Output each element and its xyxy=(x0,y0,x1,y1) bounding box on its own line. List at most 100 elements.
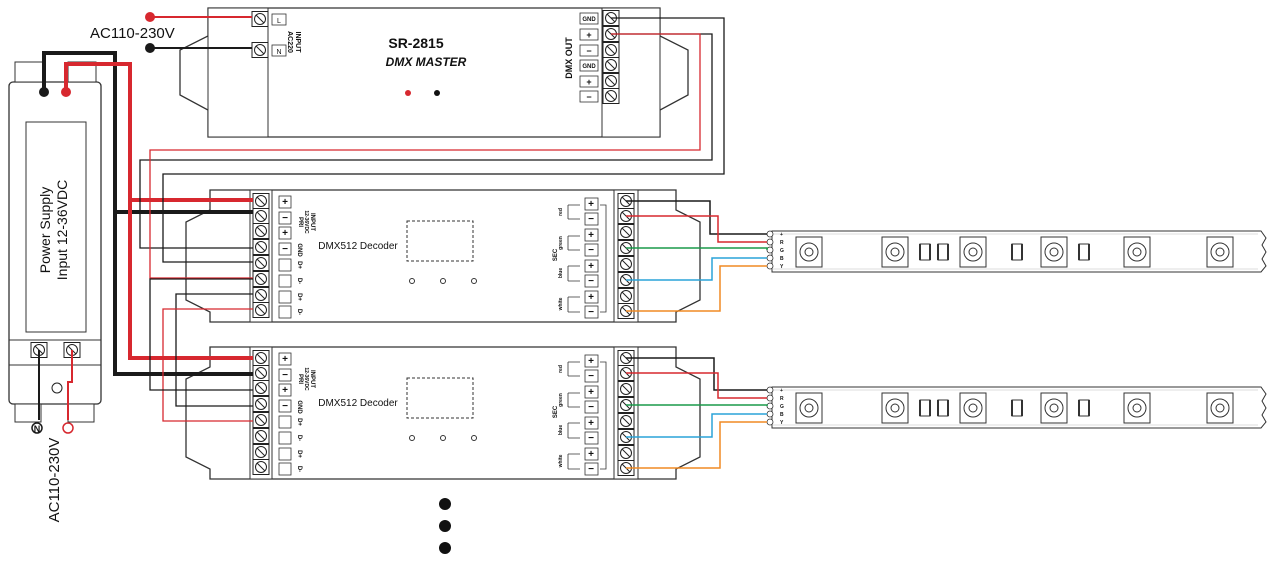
svg-text:−: − xyxy=(588,276,594,287)
svg-text:green: green xyxy=(558,236,564,250)
master-led-red xyxy=(405,90,411,96)
led-strip-2: + R G B Y xyxy=(766,386,1267,429)
master-ac-label: AC220 xyxy=(286,31,293,53)
svg-text:+: + xyxy=(586,77,591,87)
decoder-2-input-terminals xyxy=(252,350,270,475)
dmx-decoder-1: + − + − GND D+ D- D+ D- INPUT 12-36VDC P… xyxy=(185,189,701,323)
svg-text:red: red xyxy=(558,208,564,216)
svg-text:red: red xyxy=(558,365,564,373)
svg-text:−: − xyxy=(282,244,288,255)
master-terminal-n xyxy=(251,42,269,58)
master-ac-wires: AC110-230V xyxy=(90,12,252,53)
svg-text:B: B xyxy=(780,256,784,262)
decoder-1-pin-labels: + − + − GND D+ D- D+ D- INPUT 12-36VDC P… xyxy=(278,195,315,319)
svg-text:−: − xyxy=(588,402,594,413)
svg-text:D+: D+ xyxy=(296,293,302,301)
decoder-2-output-terminals xyxy=(617,350,635,476)
svg-text:−: − xyxy=(588,464,594,475)
svg-text:+: + xyxy=(588,418,594,429)
svg-text:SEC: SEC xyxy=(553,405,559,418)
svg-text:D-: D- xyxy=(296,435,302,441)
svg-text:blue: blue xyxy=(558,425,564,435)
svg-text:−: − xyxy=(588,214,594,225)
power-supply-input-label: Input 12-36VDC xyxy=(54,180,70,280)
svg-text:INPUT: INPUT xyxy=(309,213,315,231)
decoder-1-input-terminals xyxy=(252,193,270,318)
svg-text:+: + xyxy=(586,30,591,40)
led-strip-1: + R G B Y xyxy=(766,230,1267,273)
svg-text:+: + xyxy=(588,356,594,367)
power-supply: Power Supply Input 12-36VDC xyxy=(8,61,102,423)
svg-text:R: R xyxy=(780,396,784,402)
svg-text:green: green xyxy=(558,393,564,407)
master-l-label: L xyxy=(277,18,281,25)
svg-text:−: − xyxy=(588,433,594,444)
neutral-marker: N xyxy=(34,424,41,434)
svg-text:+: + xyxy=(282,385,288,396)
svg-text:PRI: PRI xyxy=(297,374,303,384)
master-terminal-l xyxy=(251,11,269,27)
svg-text:+: + xyxy=(588,199,594,210)
master-name: DMX MASTER xyxy=(386,55,467,69)
continuation-dots xyxy=(439,498,451,554)
svg-text:+: + xyxy=(780,388,783,394)
svg-text:D+: D+ xyxy=(296,450,302,458)
master-n-label: N xyxy=(276,49,281,56)
master-input-label: INPUT xyxy=(294,32,301,54)
svg-text:−: − xyxy=(588,245,594,256)
dmx-out-terminals xyxy=(602,10,620,104)
dmx-decoder-2: + − + − GND D+ D- D+ D- INPUT 12-36VDC P… xyxy=(185,346,701,480)
decoder-2-display xyxy=(406,377,474,419)
svg-text:−: − xyxy=(282,401,288,412)
svg-text:G: G xyxy=(780,248,784,254)
dmx-out-label: DMX OUT xyxy=(564,37,574,79)
svg-text:D+: D+ xyxy=(296,261,302,269)
decoder-1-output-labels: SEC red green blue white + − + − + − + − xyxy=(553,197,607,319)
svg-text:white: white xyxy=(558,297,564,311)
decoder-2-buttons xyxy=(409,435,477,441)
svg-text:R: R xyxy=(780,240,784,246)
power-wires xyxy=(42,51,253,376)
svg-text:+: + xyxy=(588,387,594,398)
svg-text:+: + xyxy=(780,232,783,238)
decoder-1-display xyxy=(406,220,474,262)
strip-1-wires xyxy=(626,200,768,312)
ac-input-label-top: AC110-230V xyxy=(90,25,175,42)
svg-text:GND: GND xyxy=(296,243,302,257)
decoder-1-buttons xyxy=(409,278,477,284)
svg-text:D-: D- xyxy=(296,278,302,284)
ps-ac-wires: N AC110-230V xyxy=(31,350,74,523)
svg-text:white: white xyxy=(558,454,564,468)
svg-text:+: + xyxy=(588,230,594,241)
svg-text:blue: blue xyxy=(558,268,564,278)
svg-text:D+: D+ xyxy=(296,418,302,426)
svg-text:+: + xyxy=(588,292,594,303)
decoder-2-pin-labels: + − + − GND D+ D- D+ D- INPUT 12-36VDC P… xyxy=(278,352,315,476)
svg-text:D-: D- xyxy=(296,309,302,315)
svg-text:−: − xyxy=(586,92,591,102)
strip-2-wires xyxy=(626,357,768,469)
ac-input-label-bottom: AC110-230V xyxy=(46,438,63,523)
svg-text:12-36VDC: 12-36VDC xyxy=(303,367,309,391)
svg-text:PRI: PRI xyxy=(297,217,303,227)
decoder-2-title: DMX512 Decoder xyxy=(318,398,398,409)
svg-text:12-36VDC: 12-36VDC xyxy=(303,210,309,234)
svg-text:GND: GND xyxy=(296,400,302,414)
decoder-2-output-labels: SEC red green blue white + − + − + − + − xyxy=(553,354,607,476)
power-supply-label: Power Supply xyxy=(37,187,53,273)
svg-text:−: − xyxy=(282,213,288,224)
svg-text:−: − xyxy=(588,307,594,318)
svg-text:−: − xyxy=(282,370,288,381)
dmx-out-pin-labels: GND + − GND + − xyxy=(579,12,599,103)
dmx-signal-wires xyxy=(139,17,725,422)
dmx-master: L N INPUT AC220 SR-2815 DMX MASTER DMX O… xyxy=(179,7,689,138)
svg-text:D-: D- xyxy=(296,466,302,472)
svg-text:Y: Y xyxy=(780,264,784,270)
svg-text:−: − xyxy=(586,46,591,56)
svg-text:+: + xyxy=(282,354,288,365)
svg-text:Y: Y xyxy=(780,420,784,426)
svg-text:G: G xyxy=(780,404,784,410)
svg-text:+: + xyxy=(282,228,288,239)
svg-text:GND: GND xyxy=(582,64,596,70)
